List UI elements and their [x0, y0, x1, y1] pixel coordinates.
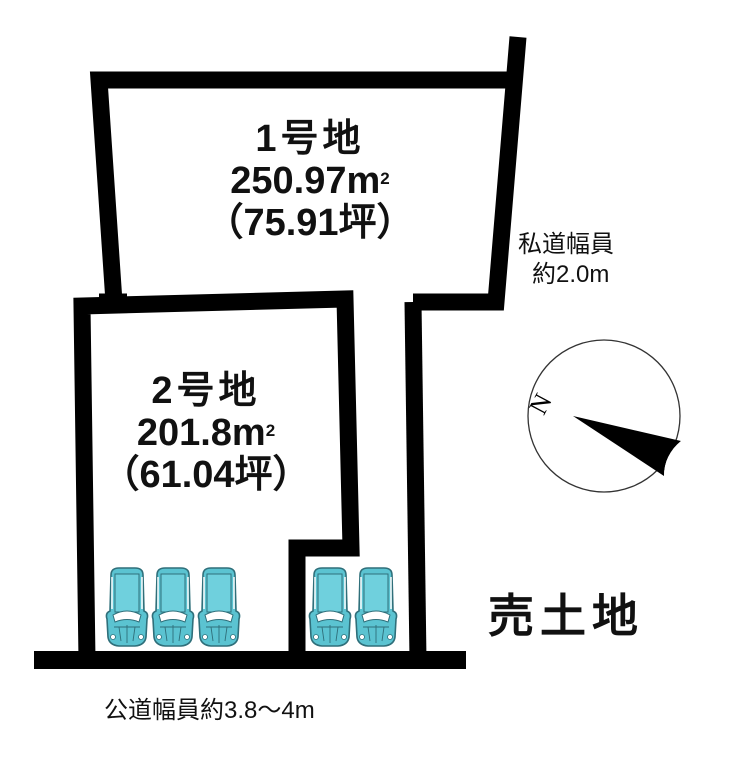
public-road-frontage [34, 651, 466, 669]
lot-2-area-sup: 2 [265, 421, 276, 440]
parking-lot-2 [105, 567, 241, 647]
north-compass-icon: N [523, 339, 681, 493]
private-road-edge [404, 301, 427, 661]
parking-lot-1 [308, 567, 398, 647]
private-road-label: 私道幅員 約2.0m [518, 230, 614, 290]
lot-1-title: 1号地 [255, 118, 365, 160]
sale-label: 売土地 [488, 590, 644, 642]
lot-2-area: 201.8m2 [86, 412, 326, 454]
lot-1-area-value: 250.97m [230, 160, 381, 202]
lot-2-area-value: 201.8m [136, 412, 266, 454]
lot-1-tsubo: （75.91坪） [205, 202, 415, 244]
car-icon [197, 567, 241, 647]
private-road-line1: 私道幅員 [518, 231, 614, 258]
public-road-label: 公道幅員約3.8〜4m [104, 697, 315, 724]
private-road-line2: 約2.0m [532, 261, 610, 288]
lot-1-area: 250.97m2 [180, 160, 440, 202]
lot-1-area-sup: 2 [380, 169, 390, 188]
car-icon [105, 567, 149, 647]
lot-2-boundary [73, 290, 360, 661]
car-icon [354, 567, 398, 647]
lot-2-title: 2号地 [151, 370, 261, 412]
lot-2-label: 2号地 201.8m2 （61.04坪） [86, 370, 326, 496]
lot-1-label: 1号地 250.97m2 （75.91坪） [180, 118, 440, 244]
lot-2-tsubo: （61.04坪） [101, 454, 311, 496]
car-icon [151, 567, 195, 647]
car-icon [308, 567, 352, 647]
